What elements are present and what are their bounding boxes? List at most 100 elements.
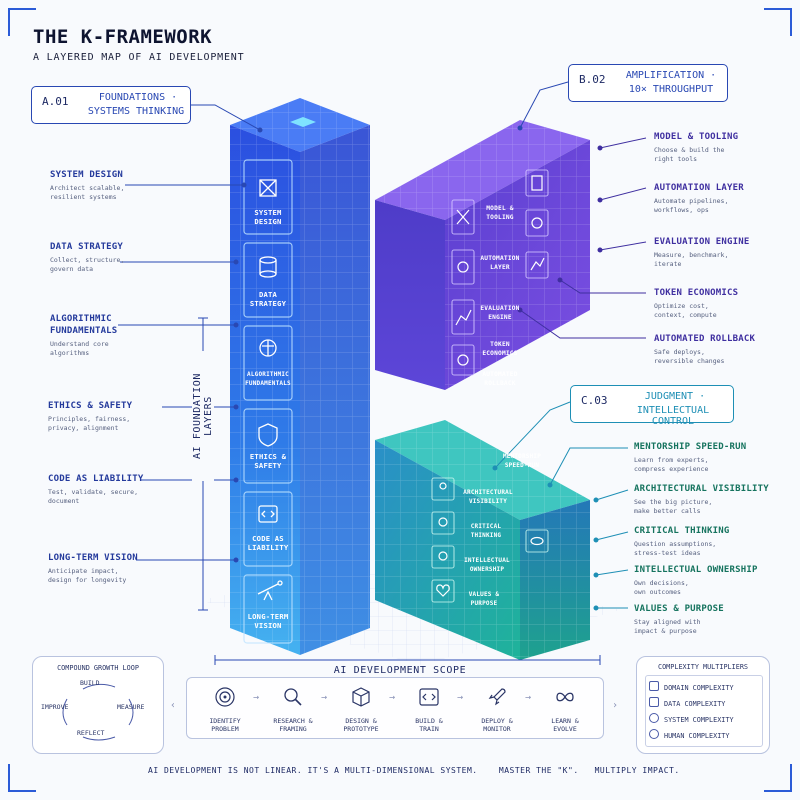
compound-growth-loop: COMPOUND GROWTH LOOP BUILD MEASURE REFLE… bbox=[32, 656, 164, 754]
pillar-left-grid bbox=[230, 125, 300, 655]
complexity-item: HUMAN COMPLEXITY bbox=[649, 729, 729, 740]
lightbulb-icon bbox=[438, 517, 448, 527]
step-build: BUILD &TRAIN bbox=[403, 686, 455, 733]
loop-improve: IMPROVE bbox=[41, 703, 69, 711]
right-arrow-icon: › bbox=[612, 700, 619, 711]
upper-arm-side-grid bbox=[445, 140, 590, 390]
face-values: VALUES &PURPOSE bbox=[468, 591, 500, 607]
label-desc: Own decisions,own outcomes bbox=[634, 579, 689, 596]
label-rollback-title: AUTOMATED ROLLBACK bbox=[654, 334, 756, 344]
label-desc: See the big picture,make better calls bbox=[634, 498, 713, 515]
footer-tagline: AI DEVELOPMENT IS NOT LINEAR. IT'S A MUL… bbox=[148, 766, 680, 775]
lower-arm-top-grid bbox=[375, 420, 590, 520]
step-label: BUILD &TRAIN bbox=[415, 717, 443, 733]
corner-bracket-bottom-left bbox=[8, 764, 36, 792]
right-bottom-connectors bbox=[547, 447, 629, 611]
callout-line2: 10× THROUGHPUT bbox=[628, 84, 714, 95]
callout-line1: JUDGMENT · bbox=[644, 391, 706, 402]
step-deploy: DEPLOY &MONITOR bbox=[471, 686, 523, 733]
loop-title: COMPOUND GROWTH LOOP bbox=[57, 664, 139, 672]
label-values-title: VALUES & PURPOSE bbox=[634, 604, 724, 614]
label-model-tooling-title: MODEL & TOOLING bbox=[654, 132, 739, 142]
domain-icon bbox=[649, 681, 659, 691]
brain-icon bbox=[259, 339, 277, 357]
shield-icon bbox=[258, 423, 278, 447]
face-model-tooling: MODEL &TOOLING bbox=[486, 205, 514, 221]
arrow-right-icon: → bbox=[525, 692, 532, 703]
step-learn: LEARN &EVOLVE bbox=[539, 686, 591, 733]
step-research: RESEARCH &FRAMING bbox=[267, 686, 319, 733]
code-brackets-icon bbox=[258, 505, 278, 523]
corner-bracket-top-right bbox=[764, 8, 792, 36]
step-design: DESIGN &PROTOTYPE bbox=[335, 686, 387, 733]
page-subtitle: A LAYERED MAP OF AI DEVELOPMENT bbox=[33, 52, 245, 63]
upper-arm-icons bbox=[455, 175, 545, 366]
step-label: DEPLOY &MONITOR bbox=[481, 717, 513, 733]
label-desc: Anticipate impact,design for longevity bbox=[48, 567, 127, 584]
callout-b-leader bbox=[517, 81, 569, 131]
loop-measure: MEASURE bbox=[117, 703, 145, 711]
label-architectural-title: ARCHITECTURAL VISIBILITY bbox=[634, 484, 769, 494]
label-system-design-title: SYSTEM DESIGN bbox=[50, 170, 124, 180]
pillar-icons bbox=[257, 179, 283, 601]
callout-a-leader bbox=[190, 104, 263, 133]
model-cube-icon bbox=[531, 175, 543, 191]
system-icon bbox=[649, 713, 659, 723]
label-code-liability-title: CODE AS LIABILITY bbox=[48, 474, 144, 484]
loop-build: BUILD bbox=[80, 679, 100, 687]
cube-icon bbox=[352, 687, 370, 707]
infinity-icon bbox=[556, 692, 574, 702]
callout-line1: AMPLIFICATION · bbox=[625, 70, 717, 81]
tools-icon bbox=[456, 209, 470, 225]
pillar-right-grid bbox=[300, 125, 370, 655]
lower-arm-icons bbox=[436, 482, 544, 597]
label-ownership-title: INTELLECTUAL OWNERSHIP bbox=[634, 565, 758, 575]
upper-arm-tiles bbox=[451, 169, 549, 376]
brain-gear-icon bbox=[438, 551, 448, 561]
loop-arrows bbox=[62, 683, 134, 741]
upper-arm-top-grid bbox=[375, 120, 590, 220]
callout-code: A.01 bbox=[42, 95, 69, 108]
callout-code: B.02 bbox=[579, 73, 606, 86]
upper-arm-front bbox=[375, 200, 445, 390]
label-desc: Principles, fairness,privacy, alignment bbox=[48, 415, 131, 432]
complexity-box bbox=[645, 675, 763, 747]
label-long-term-title: LONG-TERM VISION bbox=[48, 553, 138, 563]
complexity-multipliers: COMPLEXITY MULTIPLIERS DOMAIN COMPLEXITY… bbox=[636, 656, 770, 754]
arrow-right-icon: → bbox=[321, 692, 328, 703]
arrow-right-icon: → bbox=[457, 692, 464, 703]
heart-icon bbox=[436, 584, 450, 597]
right-top-connectors bbox=[517, 137, 647, 339]
label-ethics-title: ETHICS & SAFETY bbox=[48, 401, 133, 411]
label-desc: Question assumptions,stress-test ideas bbox=[634, 540, 717, 557]
horizontal-axis-label: AI DEVELOPMENT SCOPE bbox=[333, 665, 467, 676]
complexity-item: SYSTEM COMPLEXITY bbox=[649, 713, 734, 724]
label-desc: Architect scalable,resilient systems bbox=[50, 184, 125, 201]
label-desc: Automate pipelines,workflows, ops bbox=[654, 197, 729, 214]
callout-foundations: A.01 FOUNDATIONS · SYSTEMS THINKING bbox=[31, 86, 191, 124]
callout-line2: INTELLECTUAL CONTROL bbox=[636, 405, 710, 427]
step-label: RESEARCH &FRAMING bbox=[273, 717, 313, 733]
complexity-title: COMPLEXITY MULTIPLIERS bbox=[657, 663, 749, 671]
lower-arm-front-grid bbox=[375, 440, 520, 660]
label-desc: Safe deploys,reversible changes bbox=[654, 348, 725, 365]
label-automation-title: AUTOMATION LAYER bbox=[654, 183, 744, 193]
rocket-icon bbox=[488, 688, 506, 706]
loop-reflect: REFLECT bbox=[77, 729, 105, 737]
corner-bracket-top-left bbox=[8, 8, 36, 36]
callout-line2: SYSTEMS THINKING bbox=[87, 106, 185, 117]
